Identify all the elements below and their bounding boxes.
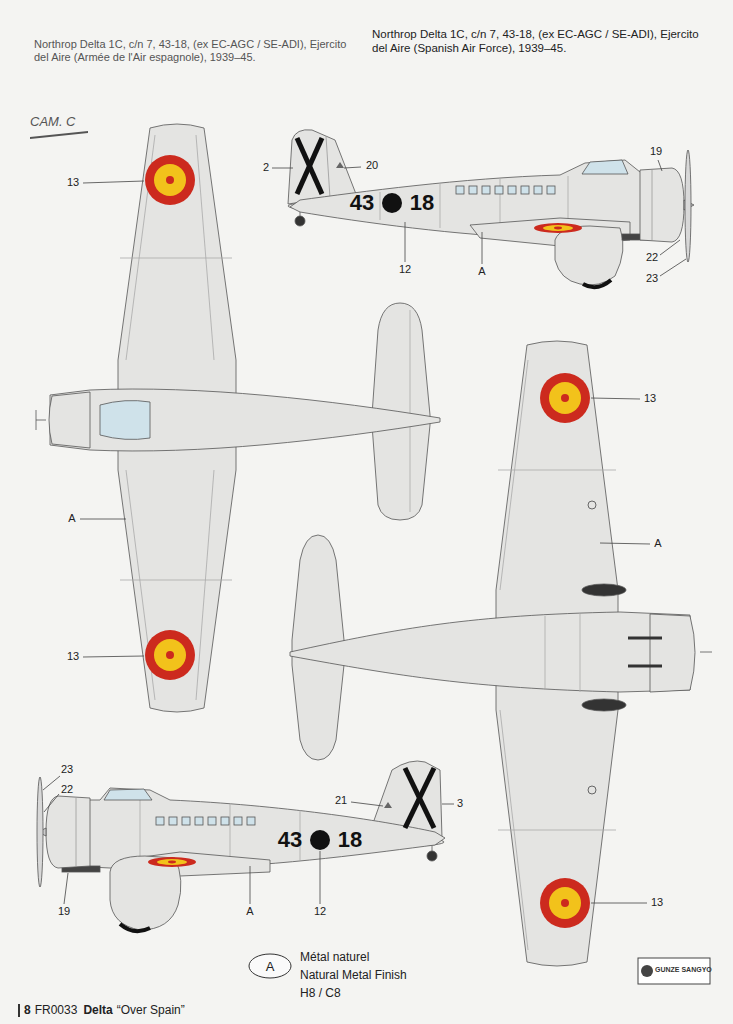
fin-cross bbox=[405, 768, 434, 828]
callout-number: 12 bbox=[314, 905, 326, 918]
wing-roundel bbox=[145, 155, 195, 205]
ellipse-shape bbox=[249, 954, 291, 978]
callout-number: 12 bbox=[399, 263, 411, 276]
callout-number: A bbox=[246, 905, 253, 918]
bottom-view bbox=[290, 341, 712, 966]
brand-logo: GUNZE SANGYO bbox=[655, 966, 712, 974]
wing-port bbox=[588, 501, 596, 509]
callout-number: A bbox=[654, 537, 661, 550]
profile-caption: Northrop Delta 1C, c/n 7, 43-18, (ex EC-… bbox=[34, 38, 356, 64]
callout-number: A bbox=[478, 265, 485, 278]
wing-roundel bbox=[148, 857, 196, 867]
wing-roundel bbox=[540, 878, 590, 928]
callout-number: 13 bbox=[67, 650, 79, 663]
top-view bbox=[36, 124, 440, 712]
callout-number: 19 bbox=[58, 905, 70, 918]
logo-mark bbox=[641, 965, 653, 977]
callout-number: 19 bbox=[650, 145, 662, 158]
marking-dot bbox=[310, 830, 330, 850]
leader-lines bbox=[43, 160, 686, 904]
kit-name: Delta bbox=[83, 1003, 112, 1017]
legend-key-ellipse: A bbox=[248, 953, 292, 979]
callout-number: 22 bbox=[646, 251, 658, 264]
aircraft-marking: 18 bbox=[338, 827, 362, 853]
callout-number: 21 bbox=[335, 794, 347, 807]
wing-roundel bbox=[534, 223, 582, 233]
aircraft-marking: 43 bbox=[278, 827, 302, 853]
callout-number: 23 bbox=[646, 272, 658, 285]
legend-text: Natural Metal Finish bbox=[300, 968, 407, 982]
wing-roundel bbox=[540, 373, 590, 423]
callout-number: 3 bbox=[457, 797, 463, 810]
camouflage-code: CAM. C bbox=[30, 114, 76, 130]
marking-dot bbox=[382, 193, 402, 213]
heading-rule bbox=[30, 131, 88, 139]
aircraft-marking: 18 bbox=[410, 190, 434, 216]
wing-roundel bbox=[145, 630, 195, 680]
callout-number: 23 bbox=[61, 763, 73, 776]
callout-number: 22 bbox=[61, 783, 73, 796]
side-view-left bbox=[37, 761, 445, 931]
callout-number: 13 bbox=[651, 896, 663, 909]
aircraft-marking: 43 bbox=[350, 190, 374, 216]
callout-number: 2 bbox=[263, 161, 269, 174]
callout-number: 13 bbox=[644, 392, 656, 405]
legend-text: Métal naturel bbox=[300, 950, 369, 964]
kit-code: FR0033 bbox=[35, 1003, 78, 1017]
page-bar bbox=[18, 1004, 20, 1017]
profile-caption: Northrop Delta 1C, c/n 7, 43-18, (ex EC-… bbox=[372, 28, 717, 56]
callout-number: 13 bbox=[67, 176, 79, 189]
callout-number: A bbox=[68, 512, 75, 525]
legend-key-letter: A bbox=[266, 959, 275, 974]
wing-port bbox=[588, 786, 596, 794]
legend-text: H8 / C8 bbox=[300, 986, 341, 1000]
fin-emblem bbox=[384, 802, 392, 808]
callout-number: 20 bbox=[366, 159, 378, 172]
page-number: 8 bbox=[24, 1003, 31, 1017]
fin-emblem bbox=[336, 162, 344, 168]
fin-cross bbox=[297, 138, 322, 194]
side-view-right bbox=[288, 130, 694, 287]
kit-subtitle: “Over Spain” bbox=[117, 1003, 185, 1017]
